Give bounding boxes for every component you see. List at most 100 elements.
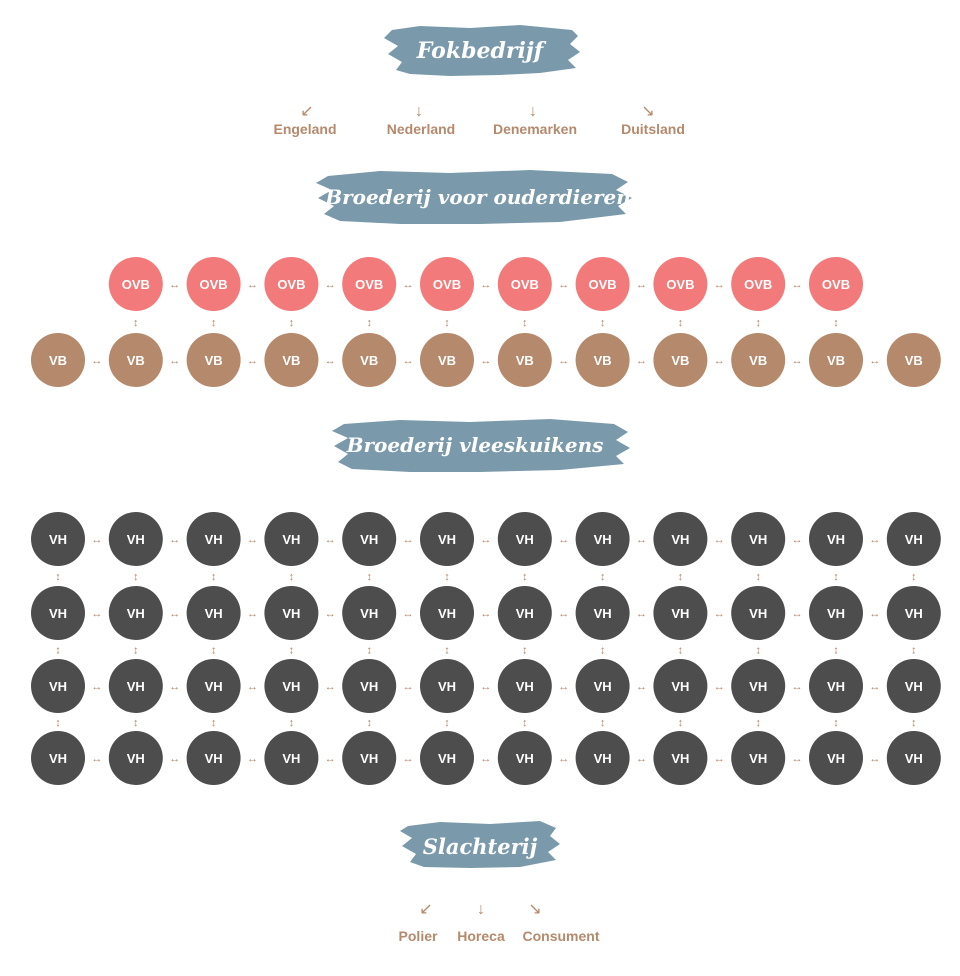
vertical-link: ↕ bbox=[444, 717, 450, 729]
vh-node: VH bbox=[653, 659, 708, 713]
ovb-node-circle bbox=[575, 257, 630, 311]
vb-node-circle bbox=[575, 333, 630, 387]
breeding-arrows: ↙↓↓↘ bbox=[300, 103, 654, 120]
ovb-row: OVB↔↕OVB↔↕OVB↔↕OVB↔↕OVB↔↕OVB↔↕OVB↔↕OVB↔↕… bbox=[108, 257, 863, 329]
breeding-arrow-2: ↓ bbox=[415, 103, 423, 120]
vertical-link: ↕ bbox=[755, 645, 761, 657]
vh-node-label: VH bbox=[49, 679, 67, 694]
vh-node-label: VH bbox=[49, 751, 67, 766]
vh-node: VH bbox=[731, 659, 786, 713]
vh-node: VH bbox=[497, 586, 552, 640]
vb-node: VB bbox=[31, 333, 85, 387]
ovb-node: OVB bbox=[342, 257, 397, 311]
vh-node: VH bbox=[653, 512, 708, 566]
vh-node-circle bbox=[653, 731, 708, 785]
vh-node: VH bbox=[108, 731, 163, 785]
vh-node: VH bbox=[108, 586, 163, 640]
vertical-link: ↕ bbox=[911, 571, 917, 583]
horizontal-link: ↔ bbox=[247, 355, 258, 367]
vertical-link: ↕ bbox=[133, 317, 139, 329]
vh-node-label: VH bbox=[749, 679, 767, 694]
vh-node: VH bbox=[342, 586, 397, 640]
vh-node-circle bbox=[653, 586, 708, 640]
vertical-link: ↕ bbox=[133, 571, 139, 583]
vertical-link: ↕ bbox=[522, 717, 528, 729]
vertical-link: ↕ bbox=[366, 317, 372, 329]
vh-node-label: VH bbox=[438, 751, 456, 766]
horizontal-link: ↔ bbox=[480, 355, 491, 367]
vh-node: VH bbox=[575, 731, 630, 785]
vb-node-circle bbox=[186, 333, 241, 387]
breeding-arrow-1: ↙ bbox=[300, 103, 313, 120]
horizontal-link: ↔ bbox=[247, 608, 258, 620]
slaughter-arrow-1: ↙ bbox=[419, 901, 432, 918]
vh-node: VH bbox=[264, 731, 319, 785]
vb-node-circle bbox=[108, 333, 163, 387]
horizontal-link: ↔ bbox=[480, 753, 491, 765]
vertical-link: ↕ bbox=[444, 317, 450, 329]
vh-node: VH bbox=[809, 512, 863, 566]
horizontal-link: ↔ bbox=[91, 534, 102, 546]
vh-node-circle bbox=[264, 659, 319, 713]
vertical-link: ↕ bbox=[522, 645, 528, 657]
vh-node: VH bbox=[31, 586, 85, 640]
horizontal-link: ↔ bbox=[91, 355, 102, 367]
horizontal-link: ↔ bbox=[558, 279, 569, 291]
slaughterhouse-title-banner: Slachterij bbox=[400, 821, 560, 868]
vh-node-circle bbox=[31, 586, 85, 640]
horizontal-link: ↔ bbox=[636, 753, 647, 765]
horizontal-link: ↔ bbox=[636, 681, 647, 693]
vertical-link: ↕ bbox=[55, 645, 61, 657]
vh-node-circle bbox=[342, 512, 397, 566]
vh-node-circle bbox=[420, 659, 474, 713]
vh-node-label: VH bbox=[205, 606, 223, 621]
horizontal-link: ↔ bbox=[714, 534, 725, 546]
horizontal-link: ↔ bbox=[403, 608, 414, 620]
vh-node: VH bbox=[420, 659, 474, 713]
vh-node-label: VH bbox=[438, 679, 456, 694]
vh-node: VH bbox=[731, 731, 786, 785]
horizontal-link: ↔ bbox=[91, 608, 102, 620]
vh-node-label: VH bbox=[516, 606, 534, 621]
horizontal-link: ↔ bbox=[169, 753, 180, 765]
vh-node-label: VH bbox=[827, 606, 845, 621]
vh-node-label: VH bbox=[516, 751, 534, 766]
horizontal-link: ↔ bbox=[169, 608, 180, 620]
horizontal-link: ↔ bbox=[558, 355, 569, 367]
vertical-link: ↕ bbox=[911, 717, 917, 729]
vh-node-circle bbox=[731, 659, 786, 713]
vh-node-circle bbox=[653, 512, 708, 566]
vb-node: VB bbox=[342, 333, 397, 387]
vertical-link: ↕ bbox=[444, 571, 450, 583]
vh-node-label: VH bbox=[360, 532, 378, 547]
horizontal-link: ↔ bbox=[325, 681, 336, 693]
vertical-link: ↕ bbox=[55, 717, 61, 729]
vh-node-label: VH bbox=[594, 679, 612, 694]
horizontal-link: ↔ bbox=[325, 279, 336, 291]
vh-node: VH bbox=[497, 659, 552, 713]
vh-node-label: VH bbox=[671, 751, 689, 766]
vertical-link: ↕ bbox=[444, 645, 450, 657]
vertical-link: ↕ bbox=[600, 717, 606, 729]
horizontal-link: ↔ bbox=[247, 534, 258, 546]
vh-node-label: VH bbox=[49, 532, 67, 547]
vb-node-label: VB bbox=[594, 353, 612, 368]
vb-node-label: VB bbox=[905, 353, 923, 368]
vh-node: VH bbox=[731, 586, 786, 640]
vh-node: VH bbox=[809, 659, 863, 713]
vb-node-label: VB bbox=[127, 353, 145, 368]
vh-node: VH bbox=[497, 731, 552, 785]
horizontal-link: ↔ bbox=[403, 753, 414, 765]
vertical-link: ↕ bbox=[133, 717, 139, 729]
horizontal-link: ↔ bbox=[325, 355, 336, 367]
ovb-node-circle bbox=[420, 257, 474, 311]
vb-node-label: VB bbox=[205, 353, 223, 368]
vh-node-label: VH bbox=[205, 532, 223, 547]
vh-node-label: VH bbox=[594, 606, 612, 621]
horizontal-link: ↔ bbox=[714, 681, 725, 693]
vb-node: VB bbox=[653, 333, 708, 387]
vb-node: VB bbox=[420, 333, 474, 387]
vb-node-label: VB bbox=[360, 353, 378, 368]
horizontal-link: ↔ bbox=[169, 279, 180, 291]
